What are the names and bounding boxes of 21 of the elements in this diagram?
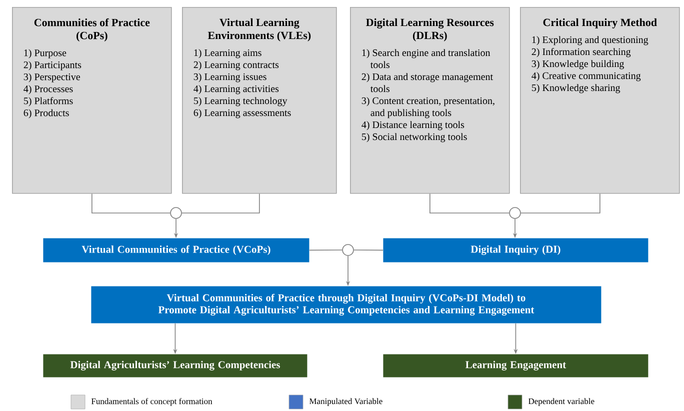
connector-line xyxy=(182,193,260,214)
variable-box: Digital Inquiry (DI) xyxy=(383,238,648,262)
connector-line xyxy=(309,250,342,251)
concept-box: Digital Learning Resources (DLRs) 1) Search engine and translation tools 2) Data and storage management tools 3) Content creation, presentation, and publishing tools 4) Distance learning tools 5) Social networking tools xyxy=(350,7,510,194)
connector-line xyxy=(92,193,170,214)
concept-box: Critical Inquiry Method 1) Exploring and questioning 2) Information searching 3) Knowledge building 4) Creative communicating 5) Knowledge sharing xyxy=(520,7,680,194)
connector-line xyxy=(430,193,510,214)
connector-line xyxy=(354,250,384,251)
legend-label: Fundamentals of concept formation xyxy=(91,398,212,406)
outcome-box: Learning Engagement xyxy=(383,354,648,378)
variable-box: Virtual Communities of Practice (VCoPs) xyxy=(43,238,310,262)
concept-box: Communities of Practice (CoPs) 1) Purpose 2) Participants 3) Perspective 4) Processes 5) Platforms 6) Products xyxy=(12,7,172,194)
legend-label: Dependent variable xyxy=(528,398,594,406)
legend-label: Manipulated Variable xyxy=(309,398,382,406)
variable-box: Virtual Communities of Practice through Digital Inquiry (VCoPs-DI Model) to Promote Digital Agriculturists’ Learning Competencies and Learning Engagement xyxy=(91,286,602,324)
junction-circle xyxy=(509,207,521,219)
junction-circle xyxy=(342,244,354,256)
connector-line xyxy=(520,193,600,214)
concept-box: Virtual Learning Environments (VLEs) 1) Learning aims 2) Learning contracts 3) Learning issues 4) Learning activities 5) Learning technology 6) Learning assessments xyxy=(182,7,337,194)
junction-circle xyxy=(170,207,182,219)
outcome-box: Digital Agriculturists’ Learning Competencies xyxy=(43,354,308,378)
